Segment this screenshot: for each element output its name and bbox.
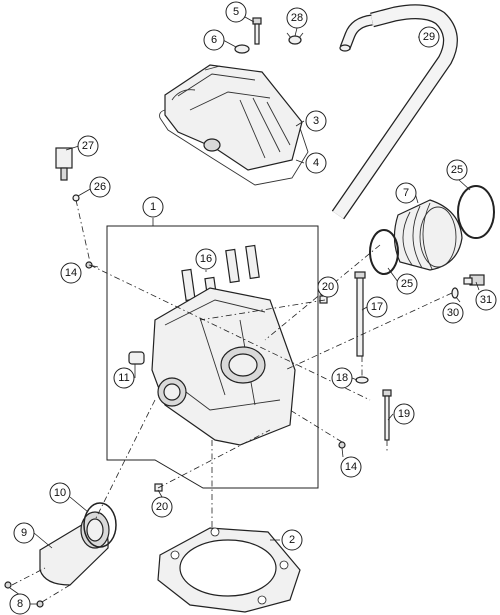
- callout-25-upper: 25: [446, 159, 468, 181]
- svg-text:29: 29: [423, 31, 435, 43]
- intake-o-ring: [83, 502, 117, 548]
- callout-8: 8: [9, 593, 31, 615]
- cylinder-head-gasket: [157, 527, 301, 613]
- svg-text:2: 2: [289, 534, 295, 546]
- callout-2: 2: [281, 529, 303, 551]
- plug-screw-lower: [338, 441, 346, 449]
- callout-14-upper: 14: [60, 262, 82, 284]
- svg-text:20: 20: [322, 281, 334, 293]
- svg-text:7: 7: [403, 187, 409, 199]
- callout-19: 19: [393, 403, 415, 425]
- svg-text:1: 1: [150, 201, 156, 213]
- svg-text:5: 5: [233, 6, 239, 18]
- svg-text:26: 26: [94, 181, 106, 193]
- callout-25-lower: 25: [396, 273, 418, 295]
- cover-seal-ring: [234, 44, 250, 54]
- svg-text:27: 27: [82, 140, 94, 152]
- callout-14-lower: 14: [340, 456, 362, 478]
- svg-text:4: 4: [313, 157, 319, 169]
- intake-flange: [393, 199, 463, 271]
- callout-29: 29: [418, 26, 440, 48]
- hose-clip: [286, 32, 304, 45]
- svg-text:18: 18: [336, 372, 348, 384]
- callout-7: 7: [395, 182, 417, 204]
- svg-text:8: 8: [17, 598, 23, 610]
- temperature-sensor: [55, 147, 73, 181]
- svg-text:17: 17: [371, 301, 383, 313]
- svg-text:19: 19: [398, 408, 410, 420]
- svg-text:10: 10: [54, 487, 66, 499]
- sensor-seal-rear: [451, 287, 459, 299]
- callout-26: 26: [89, 176, 111, 198]
- callout-4: 4: [305, 152, 327, 174]
- callout-3: 3: [305, 110, 327, 132]
- cylinder-head-assembly-frame: [106, 225, 319, 489]
- svg-text:28: 28: [291, 12, 303, 24]
- callout-6: 6: [203, 29, 225, 51]
- stud-washer: [355, 376, 369, 384]
- callout-1: 1: [142, 196, 164, 218]
- valve-cover: [164, 64, 303, 171]
- svg-text:14: 14: [65, 267, 77, 279]
- callout-10: 10: [49, 482, 71, 504]
- callout-16: 16: [195, 248, 217, 270]
- temperature-sensor-rear: [463, 274, 485, 286]
- svg-text:11: 11: [118, 372, 129, 384]
- svg-text:30: 30: [447, 307, 459, 319]
- callout-5: 5: [225, 1, 247, 23]
- callout-31: 31: [475, 289, 497, 311]
- valve-cover-gasket: [159, 109, 309, 186]
- svg-text:25: 25: [401, 278, 413, 290]
- callout-11: 11: [113, 367, 135, 389]
- cylinder-head: [151, 287, 296, 446]
- callout-9: 9: [13, 522, 35, 544]
- callout-17: 17: [366, 296, 388, 318]
- svg-text:16: 16: [200, 253, 212, 265]
- svg-text:9: 9: [21, 527, 27, 539]
- intake-flange-lower: [39, 511, 110, 586]
- callout-20-upper: 20: [317, 276, 339, 298]
- assembly-lines: [11, 199, 453, 603]
- svg-text:20: 20: [156, 501, 168, 513]
- svg-text:14: 14: [345, 461, 357, 473]
- breather-hose: [331, 4, 458, 220]
- cover-screw: [252, 17, 262, 45]
- callout-27: 27: [77, 135, 99, 157]
- callout-28: 28: [286, 7, 308, 29]
- cylinder-head-stud: [354, 271, 366, 357]
- hose-clamp-upper: [457, 185, 495, 239]
- callout-30: 30: [442, 302, 464, 324]
- dowel-sleeve: [128, 351, 145, 365]
- callout-18: 18: [331, 367, 353, 389]
- hose-clamp-lower: [369, 229, 399, 275]
- svg-text:6: 6: [211, 34, 217, 46]
- callouts: 1 2 3 4 5 6 7 8 9 10 11 14 14 16 17 18 1…: [9, 1, 497, 615]
- cylinder-head-bolt: [382, 389, 392, 441]
- svg-text:25: 25: [451, 164, 463, 176]
- svg-text:31: 31: [480, 294, 492, 306]
- flange-screw-upper: [4, 581, 12, 589]
- callout-20-lower: 20: [151, 496, 173, 518]
- svg-text:3: 3: [313, 115, 319, 127]
